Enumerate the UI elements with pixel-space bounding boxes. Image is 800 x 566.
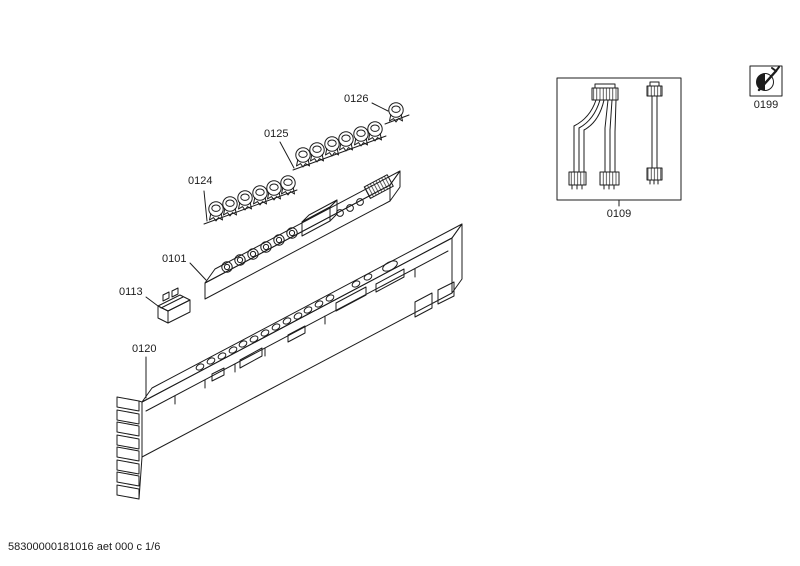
part-label-0124: 0124	[188, 175, 213, 187]
switch-drawing	[157, 287, 191, 324]
button-single-drawing	[384, 102, 410, 125]
fascia-panel-drawing	[116, 223, 463, 500]
part-label-0113: 0113	[119, 286, 143, 298]
cable-harness-box	[556, 77, 682, 207]
part-label-0101: 0101	[162, 253, 187, 265]
part-label-0126: 0126	[344, 93, 369, 105]
control-module-drawing	[204, 170, 401, 300]
button-row-lower-drawing	[203, 175, 298, 225]
button-row-upper-drawing	[292, 121, 387, 171]
part-label-0109: 0109	[606, 208, 632, 220]
part-label-0120: 0120	[132, 343, 157, 355]
document-code: 58300000181016 aet 000 c 1/6	[8, 541, 161, 553]
service-tool-icon	[749, 65, 783, 97]
part-label-0199: 0199	[753, 99, 779, 111]
leader-lines	[145, 102, 389, 399]
part-label-0125: 0125	[264, 128, 289, 140]
